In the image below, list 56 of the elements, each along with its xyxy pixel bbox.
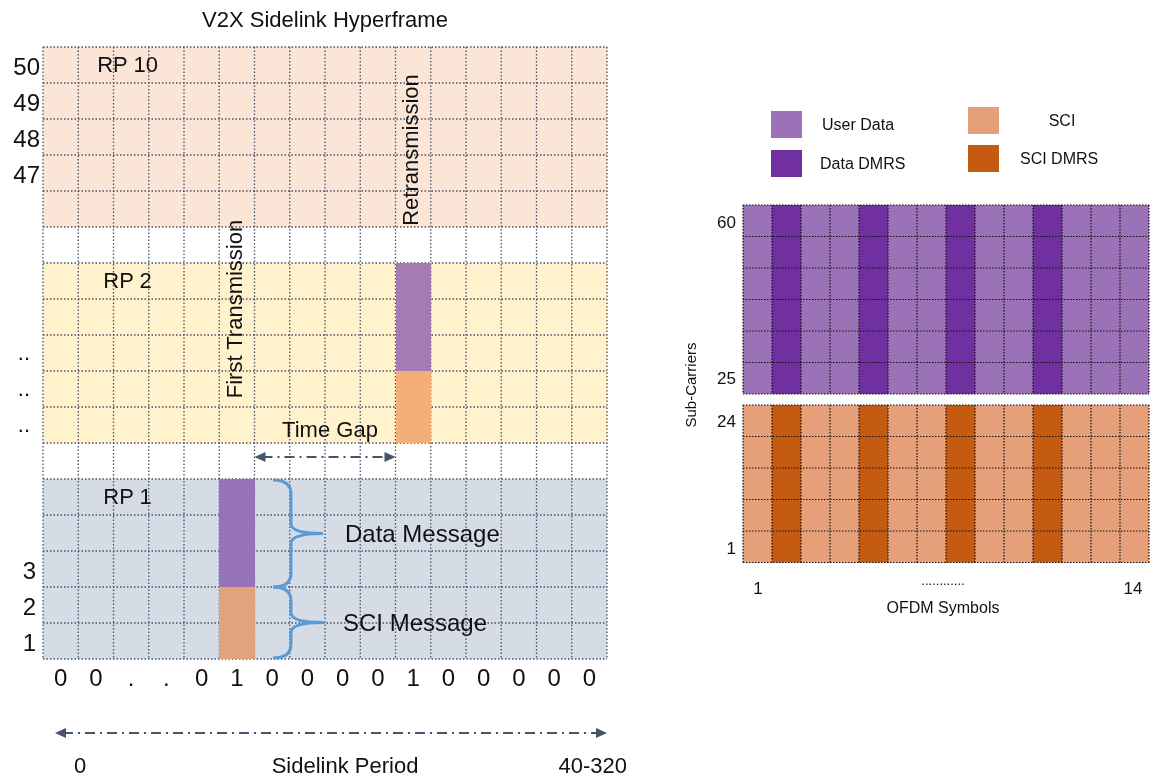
bit-value: 0 [89, 666, 103, 690]
bit-value: 0 [53, 666, 68, 690]
axis-label: Retransmission [400, 74, 423, 226]
bit-value: . [127, 666, 135, 690]
axis-tick-label: 1 [753, 579, 763, 597]
axis-tick-label: ............ [921, 573, 965, 587]
bit-value: 0 [371, 666, 385, 690]
row-number: .. [17, 342, 30, 364]
row-number: 49 [13, 91, 40, 115]
resource-pool-band [43, 479, 607, 659]
legend-label: User Data [822, 117, 895, 133]
brace-label: Data Message [345, 522, 500, 546]
brace-label: SCI Message [343, 611, 488, 635]
bit-value: 0 [441, 666, 456, 690]
diagram-title: V2X Sidelink Hyperframe [202, 9, 448, 31]
bit-value: 0 [476, 666, 491, 690]
band-label: RP 10 [97, 54, 158, 76]
band-label: RP 1 [103, 486, 152, 508]
axis-tick-label: 60 [717, 213, 736, 231]
dimension-label: Time Gap [282, 419, 378, 441]
row-number: 47 [13, 163, 40, 187]
axis-tick-label: 1 [726, 539, 736, 557]
row-number: 2 [22, 595, 36, 619]
legend-label: SCI [1048, 113, 1076, 129]
bit-value: 0 [300, 666, 315, 690]
bit-value: 0 [512, 666, 526, 690]
data-block [395, 263, 431, 371]
axis-label: First Transmission [223, 219, 246, 399]
axis-label: 40-320 [558, 755, 627, 777]
bit-value: 0 [194, 666, 209, 690]
legend-label: SCI DMRS [1020, 151, 1099, 167]
row-number: 48 [13, 127, 40, 151]
axis-tick-label: 14 [1123, 579, 1143, 597]
sci-block [219, 587, 255, 659]
bit-value: 0 [547, 666, 561, 690]
legend-label: Data DMRS [820, 156, 906, 172]
row-number: .. [17, 414, 30, 436]
axis-label: 0 [73, 755, 87, 777]
bit-value: 0 [335, 666, 350, 690]
axis-label: OFDM Symbols [886, 600, 1000, 616]
row-number: .. [17, 378, 30, 400]
axis-tick-label: 25 [717, 369, 736, 387]
bit-value: 0 [265, 666, 279, 690]
row-number: 50 [13, 55, 40, 79]
row-number: 1 [22, 631, 36, 655]
axis-tick-label: 24 [717, 412, 736, 430]
data-block [219, 479, 255, 587]
row-number: 3 [22, 559, 36, 583]
axis-label: Sub-Carriers [682, 342, 698, 428]
bit-value: 0 [582, 666, 597, 690]
band-label: RP 2 [103, 270, 152, 292]
sci-block [395, 371, 431, 443]
axis-label: Sidelink Period [271, 755, 419, 777]
bit-value: 1 [406, 666, 420, 690]
bit-value: . [163, 666, 170, 690]
bit-value: 1 [230, 666, 244, 690]
